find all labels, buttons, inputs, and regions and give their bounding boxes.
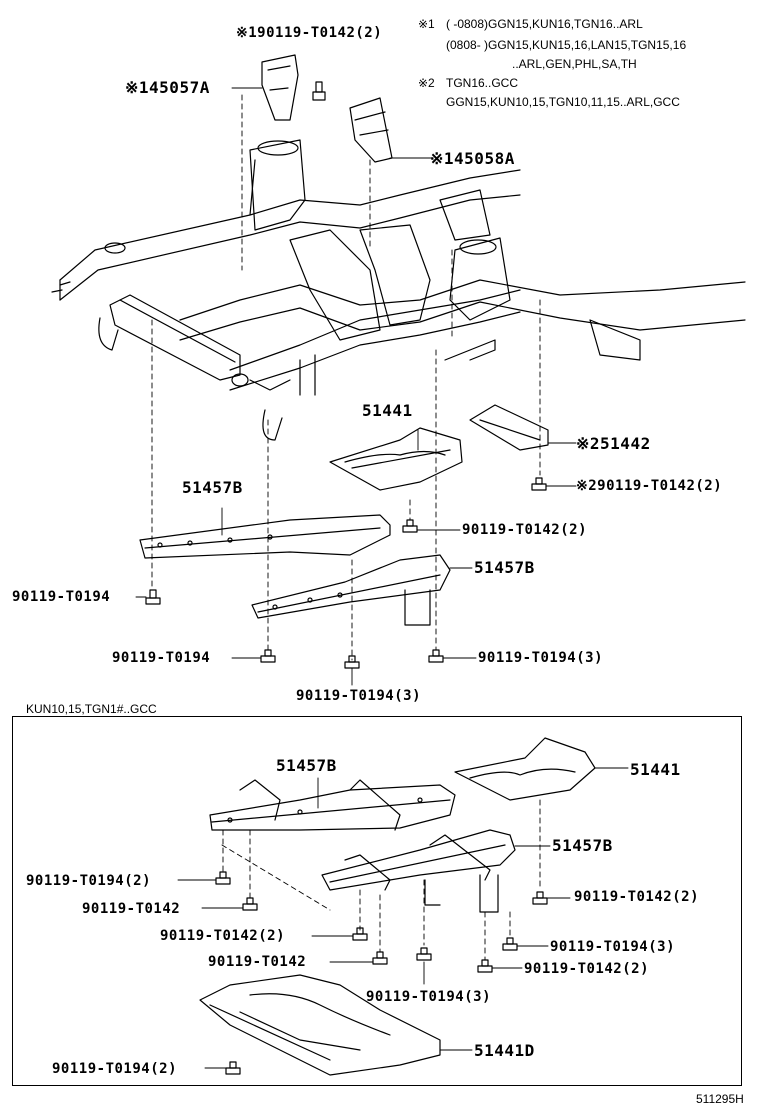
label-bolt-mid: 90119-T0142(2) <box>462 522 588 538</box>
label-bolt-left: 90119-T0194 <box>12 589 111 605</box>
assembly-lines-inset <box>221 799 541 961</box>
label-51441: 51441 <box>362 401 413 420</box>
skid-plate-51441 <box>329 427 463 491</box>
bolt-icons-inset <box>215 871 548 1075</box>
inset-label-bolt-1: 90119-T0194(2) <box>26 873 152 889</box>
inset-box <box>12 716 742 1086</box>
inset-brace-51457b-a <box>209 779 456 831</box>
brace-51457b-right <box>251 554 451 626</box>
plate-51442 <box>469 404 549 451</box>
label-51457b-left: 51457B <box>182 478 243 497</box>
bolt-90119-t0142-top <box>312 81 326 101</box>
inset-skid-plate-51441 <box>454 737 596 801</box>
bracket-45058a <box>349 97 393 163</box>
label-bolt-top: ※190119-T0142(2) <box>236 25 383 41</box>
inset-label-51441d: 51441D <box>474 1041 535 1060</box>
inset-label-bolt-7: 90119-T0194(3) <box>550 939 676 955</box>
inset-brace-51457b-b <box>321 829 516 913</box>
inset-label-bolt-6: 90119-T0142(2) <box>574 889 700 905</box>
note-1-line-3: ..ARL,GEN,PHL,SA,TH <box>512 57 637 71</box>
inset-label-51457b-b: 51457B <box>552 836 613 855</box>
leader-lines-top <box>135 87 577 686</box>
label-bolt-bottom-left: 90119-T0194 <box>112 650 211 666</box>
note-1-line-1: ( -0808)GGN15,KUN16,TGN16..ARL <box>446 17 643 31</box>
inset-label-bolt-5: 90119-T0194(3) <box>366 989 492 1005</box>
inset-title: KUN10,15,TGN1#..GCC <box>26 702 157 716</box>
inset-label-51441: 51441 <box>630 760 681 779</box>
figure-code: 511295H <box>696 1092 744 1106</box>
leader-lines-inset <box>177 767 629 1069</box>
label-bolt-bottom-right: 90119-T0194(3) <box>478 650 604 666</box>
inset-label-bolt-4: 90119-T0142 <box>208 954 307 970</box>
note-2-line-2: GGN15,KUN10,15,TGN10,11,15..ARL,GCC <box>446 95 680 109</box>
frame-assembly <box>51 139 746 441</box>
label-51457b-right: 51457B <box>474 558 535 577</box>
inset-label-bolt-3: 90119-T0142(2) <box>160 928 286 944</box>
inset-label-bolt-8: 90119-T0142(2) <box>524 961 650 977</box>
bolt-icons-top <box>145 477 547 669</box>
inset-skid-plate-51441d <box>199 974 441 1076</box>
label-bolt-51442: ※290119-T0142(2) <box>576 478 723 494</box>
inset-label-bolt-9: 90119-T0194(2) <box>52 1061 178 1077</box>
inset-label-51457b-a: 51457B <box>276 756 337 775</box>
bracket-45057a <box>261 54 299 121</box>
brace-51457b-left <box>139 514 391 559</box>
label-51442: ※251442 <box>576 434 651 453</box>
note-2-mark: ※2 <box>418 76 435 90</box>
assembly-lines-top <box>151 94 541 661</box>
note-1-line-2: (0808- )GGN15,KUN15,16,LAN15,TGN15,16 <box>446 38 687 52</box>
note-2-line-1: TGN16..GCC <box>446 76 519 90</box>
note-1-mark: ※1 <box>418 17 435 31</box>
inset-label-bolt-2: 90119-T0142 <box>82 901 181 917</box>
label-bolt-bottom-center: 90119-T0194(3) <box>296 688 422 704</box>
label-45057a: ※145057A <box>125 78 210 97</box>
label-45058a: ※145058A <box>430 149 515 168</box>
